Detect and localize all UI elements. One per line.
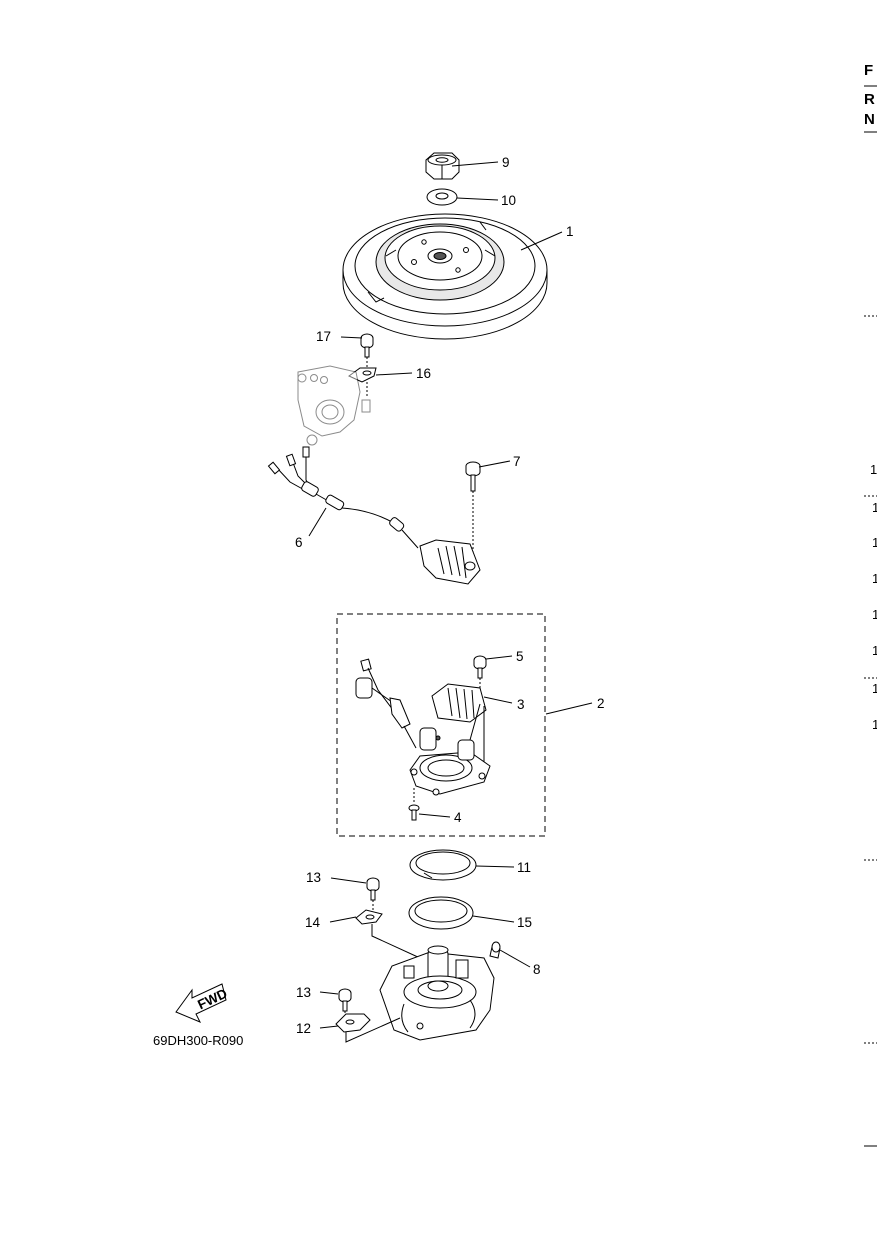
nut-part-9 [425, 152, 460, 180]
ring-part-11 [409, 849, 477, 881]
screw-part-13-lower [338, 988, 352, 1018]
edge-letter-2: R [864, 91, 875, 108]
crankcase [379, 945, 495, 1041]
assembly-box-part-2 [336, 613, 546, 837]
callout-2: 2 [597, 696, 605, 711]
callout-7: 7 [513, 454, 521, 469]
callout-17: 17 [316, 329, 331, 344]
callout-11: 11 [517, 860, 531, 875]
edge-digit-1: 1 [870, 462, 877, 477]
callout-1: 1 [566, 224, 574, 239]
callout-15: 15 [517, 915, 532, 930]
diagram-code: 69DH300-R090 [153, 1033, 243, 1048]
callout-3: 3 [517, 697, 525, 712]
edge-digit-2: 1 [872, 500, 877, 515]
callouts: 9 10 1 17 16 7 6 5 3 2 4 11 13 14 15 8 1… [295, 155, 605, 1036]
pin-part-8 [489, 941, 501, 959]
bolt-part-7 [465, 461, 481, 554]
callout-6: 6 [295, 535, 303, 550]
clamp-part-16 [348, 367, 377, 398]
callout-10: 10 [501, 193, 516, 208]
edge-letter-3: N [864, 111, 875, 128]
ghost-bracket [297, 365, 371, 446]
callout-5: 5 [516, 649, 524, 664]
flywheel-part-1 [342, 213, 548, 340]
callout-12: 12 [296, 1021, 311, 1036]
leader-lines [308, 161, 593, 1029]
coil-part-3 [431, 683, 487, 770]
washer-part-10 [426, 188, 458, 206]
stator-base [409, 727, 491, 796]
ring-part-15 [408, 896, 474, 930]
right-edge-table: F R N 1 1 1 1 1 1 1 1 [864, 62, 877, 1147]
callout-8: 8 [533, 962, 541, 977]
edge-digit-4: 1 [872, 571, 877, 586]
screw-part-4 [408, 788, 420, 821]
edge-digit-7: 1 [872, 681, 877, 696]
edge-digit-8: 1 [872, 717, 877, 732]
callout-13-lower: 13 [296, 985, 311, 1000]
screw-part-17 [360, 333, 374, 368]
edge-digit-6: 1 [872, 643, 877, 658]
fwd-arrow: FWD [175, 983, 230, 1023]
connector-wires [355, 658, 417, 749]
callout-16: 16 [416, 366, 431, 381]
edge-digit-3: 1 [872, 535, 877, 550]
edge-digit-5: 1 [872, 607, 877, 622]
clamp-part-14 [355, 909, 421, 959]
edge-letter-1: F [864, 62, 873, 79]
callout-14: 14 [305, 915, 321, 930]
screw-part-5 [473, 655, 487, 690]
callout-9: 9 [502, 155, 510, 170]
callout-4: 4 [454, 810, 462, 825]
fwd-label: FWD [195, 986, 229, 1013]
clamp-part-12 [335, 1013, 401, 1043]
coil-part-6 [267, 446, 481, 585]
callout-13-upper: 13 [306, 870, 321, 885]
screw-part-13-upper [366, 877, 380, 910]
